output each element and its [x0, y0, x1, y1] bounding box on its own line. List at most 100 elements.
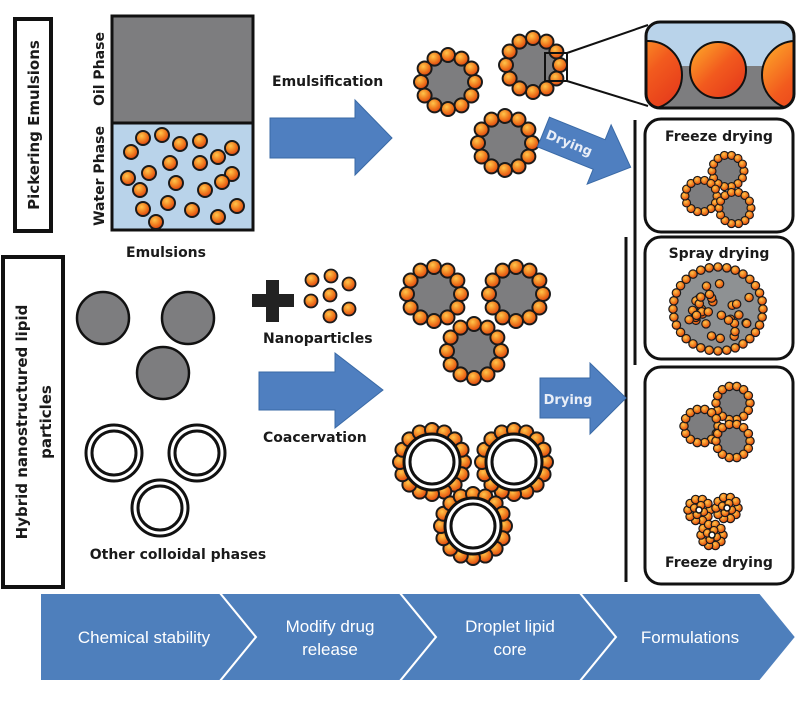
pickering-droplet: [711, 381, 755, 425]
nanoparticle: [341, 301, 357, 317]
nanoparticle: [184, 202, 200, 218]
nanoparticle: [439, 309, 456, 326]
nanoparticle: [449, 272, 466, 289]
pickering-droplets-bottom: [399, 259, 551, 386]
nanoparticle: [704, 263, 715, 273]
flow-step-line2: release: [302, 640, 358, 659]
nanoparticle: [172, 136, 188, 152]
nanoparticle: [214, 174, 230, 190]
nanoparticle: [524, 135, 540, 151]
nanoparticle: [721, 345, 732, 355]
nanoparticle: [713, 346, 723, 356]
nanoparticle: [695, 265, 706, 275]
water-particles: [120, 127, 245, 230]
nanoparticle: [743, 390, 754, 401]
nanoparticle: [511, 80, 528, 97]
nanoparticle: [531, 299, 548, 316]
oil-phase-label: Oil Phase: [92, 32, 108, 106]
nanoparticle: [510, 158, 527, 175]
nanoparticle: [440, 101, 456, 117]
nanoparticle: [710, 184, 720, 194]
nanoparticle: [484, 272, 501, 289]
nanoparticle: [675, 327, 686, 338]
nanoparticle: [552, 57, 568, 73]
nanoparticle: [135, 130, 151, 146]
nanoparticle: [754, 320, 765, 330]
nanoparticle: [731, 299, 742, 309]
spray-drying-particle: [668, 262, 768, 356]
pickering-droplet: [714, 187, 756, 229]
nanoparticle: [758, 304, 768, 314]
pickering-droplet: [680, 175, 722, 217]
nanoparticle: [162, 155, 178, 171]
nanoparticle: [484, 299, 501, 316]
nanoparticle: [711, 413, 722, 424]
nanoparticle: [123, 144, 139, 160]
nanoparticle: [508, 259, 524, 275]
nanoparticle: [442, 329, 459, 346]
interface-zoom-inset: [544, 20, 796, 110]
coacervation-arrow: Coacervation: [258, 351, 384, 446]
nanoparticle: [483, 111, 500, 128]
nanoparticle: [498, 57, 514, 73]
nanoparticle: [531, 272, 548, 289]
hybrid-ring-particle: [392, 422, 472, 502]
nanoparticle: [494, 262, 511, 279]
nanoparticle: [757, 296, 767, 306]
water-phase-label: Water Phase: [92, 126, 108, 226]
nanoparticle: [493, 343, 509, 359]
flow-step: Chemical stability: [39, 592, 258, 682]
nanoparticle: [463, 87, 480, 104]
freeze-drying-cluster-emulsion: [679, 381, 755, 463]
drying-bottom-label: Drying: [544, 393, 593, 408]
nanoparticle: [525, 30, 541, 46]
nanoparticle: [744, 292, 754, 303]
nanoparticle: [449, 299, 466, 316]
flow-step-line2: core: [493, 640, 526, 659]
nanoparticle: [691, 310, 702, 321]
nanoparticle: [197, 182, 213, 198]
freeze-drying-top-label: Freeze drying: [665, 129, 773, 145]
nanoparticle: [473, 121, 490, 138]
nanoparticle: [210, 149, 226, 165]
nanoparticle: [716, 310, 727, 321]
nanoparticle: [479, 366, 496, 383]
colloidal-phases: Other colloidal phases: [84, 423, 266, 563]
nanoparticle: [341, 276, 357, 292]
nanoparticle: [730, 265, 741, 275]
nanoparticle: [538, 33, 555, 50]
nanoparticle: [723, 315, 734, 325]
core-void: [723, 504, 731, 512]
nanoparticle: [304, 272, 320, 288]
emulsification-label: Emulsification: [272, 74, 383, 90]
nanoparticle: [671, 288, 682, 298]
nanoparticle: [520, 121, 537, 138]
pickering-label: Pickering Emulsions: [25, 40, 43, 210]
nanoparticle: [470, 135, 486, 151]
hybrid-colloidal-particles: [392, 422, 554, 566]
pickering-droplet: [399, 259, 469, 329]
nanoparticle: [452, 319, 469, 336]
pickering-droplet: [470, 108, 540, 178]
nanoparticle: [135, 201, 151, 217]
nanoparticle: [412, 309, 429, 326]
nanoparticle: [497, 108, 513, 124]
nanoparticle: [681, 274, 691, 285]
nanoparticle: [520, 148, 537, 165]
nanoparticle: [402, 299, 419, 316]
nanoparticle: [548, 43, 565, 60]
nanoparticle: [426, 259, 442, 275]
nanoparticle: [224, 140, 240, 156]
freeze-drying-cluster: [680, 150, 756, 229]
nanoparticle: [501, 70, 518, 87]
nanoparticle: [706, 331, 717, 341]
nanoparticle: [669, 312, 679, 322]
pickering-label-box: Pickering Emulsions: [13, 17, 53, 233]
pickering-droplet: [439, 316, 509, 386]
nanoparticle: [322, 308, 338, 324]
core-void: [695, 506, 703, 514]
nanoparticle: [508, 313, 524, 329]
nanoparticle: [132, 182, 148, 198]
emulsification-arrow: Emulsification: [269, 74, 393, 177]
